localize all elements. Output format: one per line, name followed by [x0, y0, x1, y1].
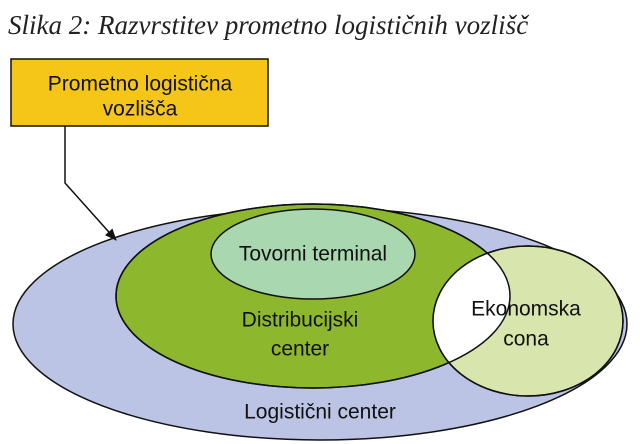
- figure-caption: Slika 2: Razvrstitev prometno logistični…: [8, 10, 529, 40]
- distribution-center-outline: [115, 203, 511, 389]
- logistics-center-label: Logistični center: [244, 401, 396, 424]
- callout-label-line1: Prometno logistična: [48, 73, 233, 96]
- economic-zone-label-line2: cona: [503, 328, 549, 351]
- economic-zone-outline: [432, 245, 624, 397]
- callout-box: [10, 58, 269, 127]
- callout-arrow: [64, 126, 117, 241]
- distribution-center-label-line2: center: [271, 338, 329, 361]
- distribution-center-label-line1: Distribucijski: [242, 309, 359, 332]
- freight-terminal-ellipse: [210, 208, 416, 300]
- economic-zone-label-line1: Ekonomska: [471, 298, 581, 321]
- callout-label-line2: vozlišča: [103, 98, 178, 121]
- freight-terminal-label: Tovorni terminal: [239, 243, 387, 266]
